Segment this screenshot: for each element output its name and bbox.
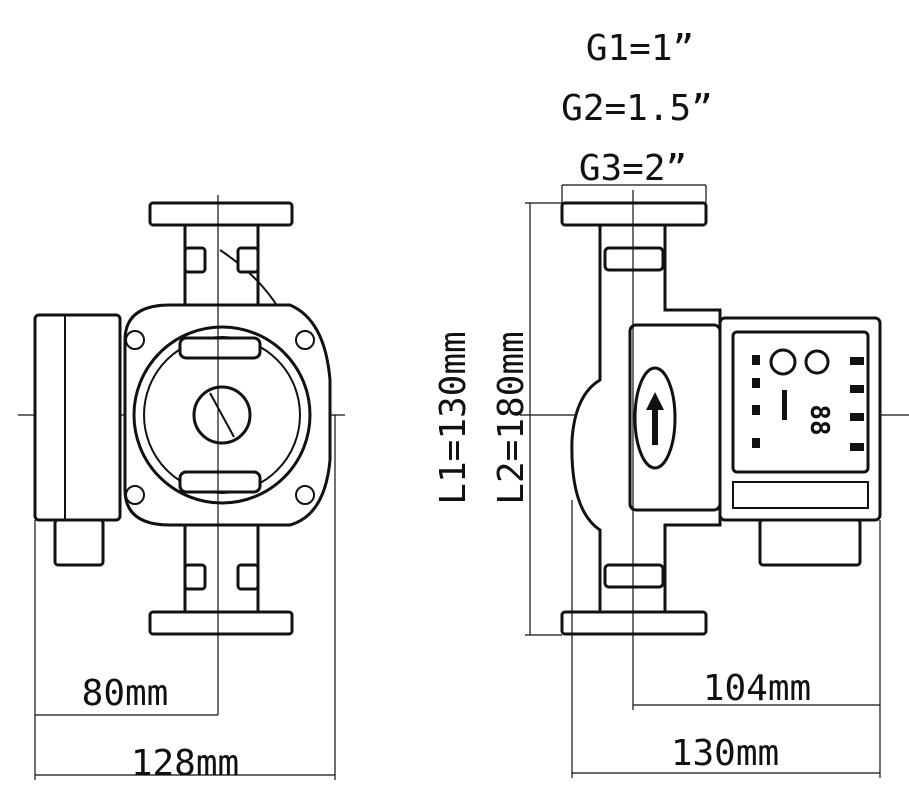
label-g2: G2=1.5” (561, 88, 713, 129)
side-top-flange (560, 201, 708, 227)
button-icon (769, 348, 797, 376)
front-view-pump (33, 195, 332, 715)
dim-128mm: 128mm (131, 743, 239, 784)
label-g1: G1=1” (586, 28, 694, 69)
side-cable-gland (758, 518, 862, 567)
knob-icon (804, 349, 830, 375)
display-digits: 88 (804, 404, 834, 435)
label-l1: L1=130mm (433, 331, 474, 504)
dim-104mm: 104mm (703, 668, 811, 709)
front-dimensions: 80mm 128mm (34, 415, 336, 784)
top-flange (148, 201, 294, 227)
bottom-flange (148, 610, 294, 636)
flow-arrow-icon (646, 392, 664, 445)
label-l2: L2=180mm (491, 331, 532, 504)
side-dimensions: G1=1” G2=1.5” G3=2” L1=130mm L2=180mm 10… (433, 28, 881, 778)
dim-130mm: 130mm (671, 733, 779, 774)
side-view-pump: 88 (560, 201, 882, 636)
side-bottom-flange (560, 610, 708, 636)
dim-80mm: 80mm (82, 673, 169, 714)
cable-gland (53, 518, 105, 567)
indicator-leds (752, 355, 864, 451)
control-panel (731, 330, 870, 474)
terminal-box (33, 313, 122, 522)
label-g3: G3=2” (579, 148, 687, 189)
